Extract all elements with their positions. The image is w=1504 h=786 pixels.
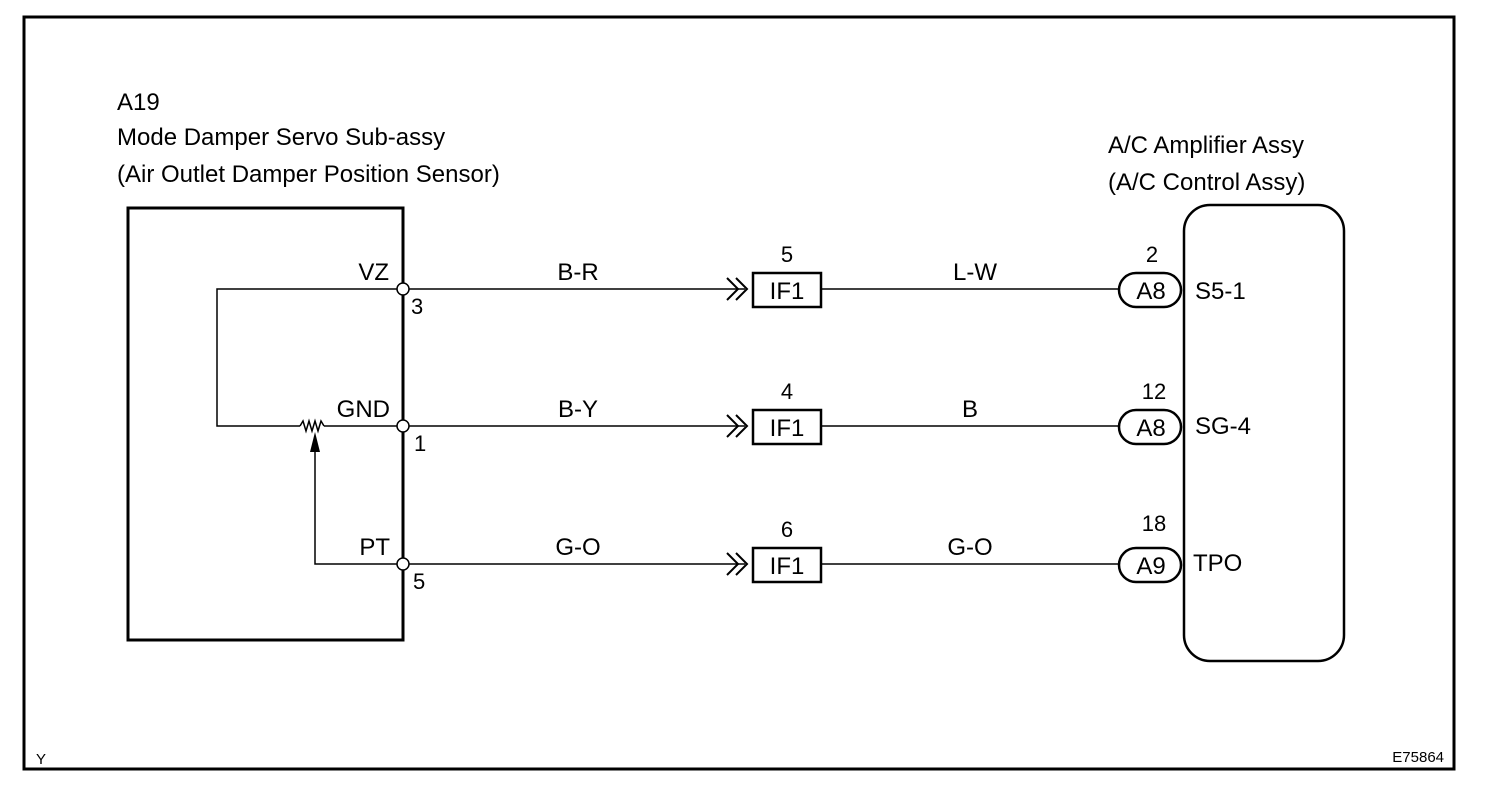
junction-number: 4 [781,379,793,404]
amplifier-terminal: S5-1 [1195,278,1246,305]
connector-label: A9 [1136,553,1165,580]
connector-label: A8 [1136,278,1165,305]
connector-label: A8 [1136,415,1165,442]
connector-chevron-icon [726,277,740,301]
junction-box [751,408,823,446]
amplifier-terminal: SG-4 [1195,413,1251,440]
junction-number: 5 [781,242,793,267]
junction-label: IF1 [770,415,805,442]
wire-color-label: B-Y [558,396,598,423]
resistor-icon [299,418,325,434]
amplifier-name: A/C Amplifier Assy [1108,132,1304,159]
connector-chevron-icon [726,552,740,576]
amplifier-subtitle: (A/C Control Assy) [1108,169,1305,196]
wire-color-label: B [962,396,978,423]
sensor-internal-pt-line [314,446,398,565]
connector-pill [1117,408,1183,446]
connector-chevron-icon [735,552,749,576]
sensor-pin-number: 3 [411,294,423,319]
amplifier-pin-number: 2 [1146,242,1158,267]
wire-color-label: G-O [555,534,600,561]
sensor-pin-name: GND [337,396,390,423]
pin-terminal-icon [396,419,410,433]
diagram-frame [22,15,1456,771]
sensor-pin-number: 1 [414,431,426,456]
connector-pill [1117,271,1183,309]
connector-chevron-icon [735,414,749,438]
amplifier-box [1182,203,1346,663]
junction-box [751,546,823,584]
sensor-code: A19 [117,89,160,116]
connector-chevron-icon [726,414,740,438]
footer-figure-id: E75864 [1392,749,1444,766]
junction-label: IF1 [770,553,805,580]
junction-number: 6 [781,517,793,542]
sensor-name: Mode Damper Servo Sub-assy [117,124,445,151]
sensor-pin-number: 5 [413,569,425,594]
junction-box [751,271,823,309]
junction-label: IF1 [770,278,805,305]
pin-terminal-icon [396,557,410,571]
amplifier-pin-number: 12 [1142,379,1166,404]
sensor-subtitle: (Air Outlet Damper Position Sensor) [117,161,500,188]
wiper-arrow-icon [310,432,320,452]
sensor-pin-name: VZ [358,259,389,286]
pin-terminal-icon [396,282,410,296]
wire-color-label: B-R [557,259,598,286]
footer-left-code: Y [36,751,46,768]
sensor-internal-vz-loop [216,288,403,427]
connector-pill [1117,546,1183,584]
wire-color-label: G-O [947,534,992,561]
sensor-pin-name: PT [359,534,390,561]
amplifier-terminal: TPO [1193,550,1242,577]
wire-color-label: L-W [953,259,997,286]
connector-chevron-icon [735,277,749,301]
amplifier-pin-number: 18 [1142,511,1166,536]
